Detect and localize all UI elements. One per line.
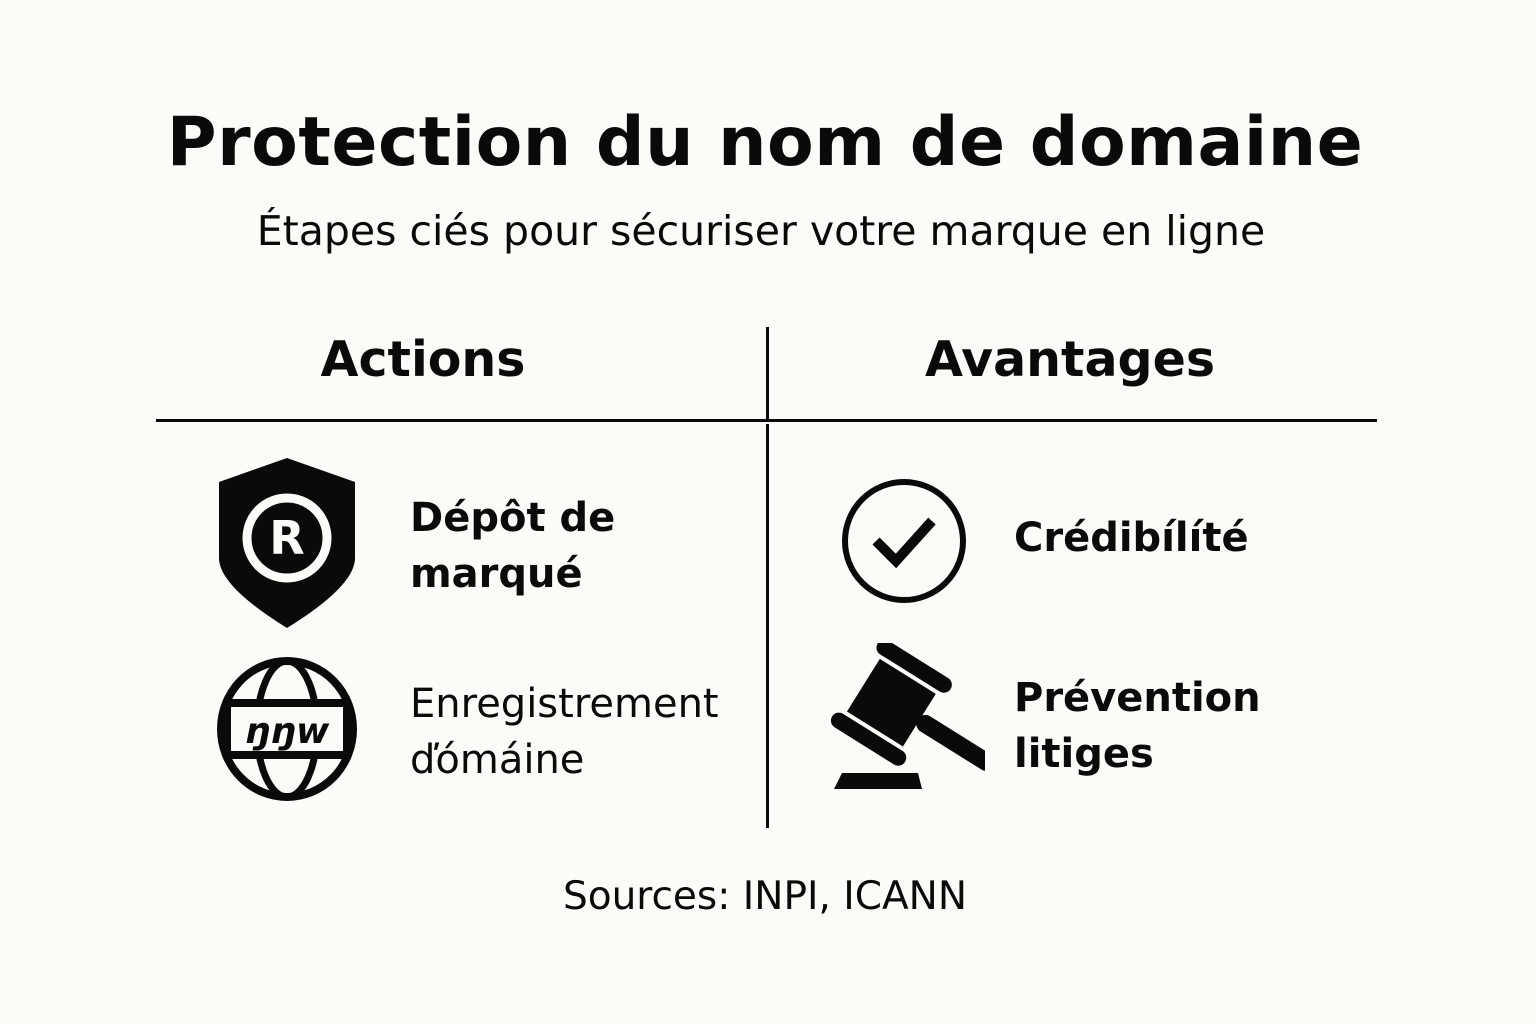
column-divider-top [766,327,769,419]
page-subtitle: Étapes ciés pour sécuriser votre marque … [256,207,1266,255]
action-trademark-line2: marqué [410,551,583,597]
check-circle-icon [842,479,966,603]
gavel-icon [830,643,985,789]
benefit-credibility-label: Crédibílíté [1014,510,1249,566]
action-trademark-line1: Dépôt de [410,495,616,541]
shield-registered-icon: R [219,458,355,628]
benefit-dispute-label: Prévention litiges [1014,670,1261,782]
page-title: Protection du nom de domaine [166,103,1364,182]
globe-www-icon: ŋŋw [217,657,357,801]
benefit-dispute-line1: Prévention [1014,675,1261,721]
header-divider [156,419,1377,422]
benefit-dispute-line2: litiges [1014,731,1154,777]
action-trademark-label: Dépôt de marqué [410,490,615,602]
action-domain-label: Enregistrement ďómáine [410,676,719,788]
column-heading-benefits: Avantages [924,331,1216,388]
action-domain-line1: Enregistrement [410,681,719,727]
svg-text:ŋŋw: ŋŋw [245,711,330,752]
benefit-credibility-line1: Crédibílíté [1014,515,1249,561]
column-heading-actions: Actions [320,331,526,388]
action-domain-line2: ďómáine [410,737,585,783]
sources-footnote: Sources: INPI, ICANN [562,874,968,919]
column-divider [766,424,769,828]
svg-text:R: R [269,511,304,565]
